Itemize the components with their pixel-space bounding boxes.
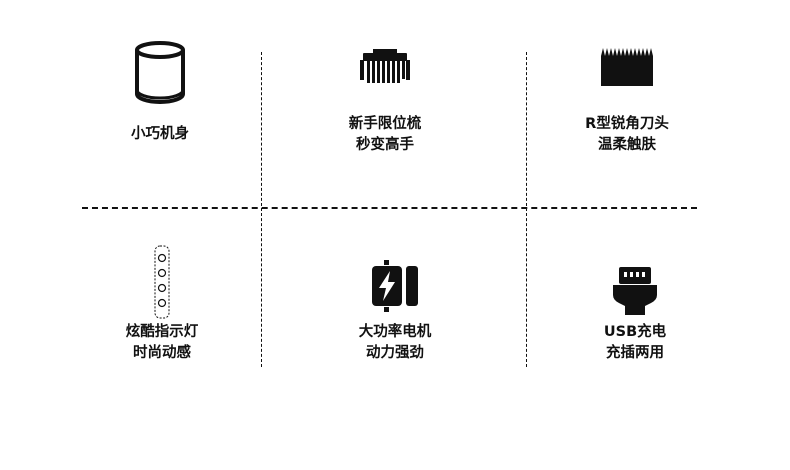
- feature-title: 大功率电机: [358, 324, 432, 340]
- feature-title: 新手限位梳: [348, 116, 422, 132]
- feature-label: 小巧机身: [60, 124, 260, 145]
- feature-subtitle: 充插两用: [606, 345, 664, 361]
- feature-motor: 大功率电机 动力强劲: [295, 215, 495, 375]
- feature-limit-comb: 新手限位梳 秒变高手: [285, 0, 485, 200]
- divider-vertical-2: [526, 52, 527, 367]
- feature-title: 小巧机身: [131, 126, 189, 142]
- cylinder-body-icon: [133, 40, 187, 110]
- usb-connector-icon: [613, 267, 657, 319]
- blade-head-icon: [601, 48, 653, 90]
- feature-subtitle: 秒变高手: [356, 137, 414, 153]
- feature-label: 炫酷指示灯 时尚动感: [62, 322, 262, 364]
- feature-compact-body: 小巧机身: [60, 0, 260, 200]
- feature-label: R型锐角刀头 温柔触肤: [527, 114, 727, 156]
- motor-power-icon: [369, 260, 421, 316]
- feature-subtitle: 动力强劲: [366, 345, 424, 361]
- feature-subtitle: 时尚动感: [133, 345, 191, 361]
- feature-blade-head: R型锐角刀头 温柔触肤: [527, 0, 727, 200]
- feature-indicator-lights: 炫酷指示灯 时尚动感: [62, 215, 262, 375]
- feature-label: 新手限位梳 秒变高手: [285, 114, 485, 156]
- divider-horizontal: [82, 207, 697, 209]
- feature-label: 大功率电机 动力强劲: [295, 322, 495, 364]
- limit-comb-icon: [360, 49, 410, 89]
- feature-subtitle: 温柔触肤: [598, 137, 656, 153]
- divider-vertical-1: [261, 52, 262, 367]
- feature-title: USB充电: [603, 324, 667, 340]
- feature-title: 炫酷指示灯: [125, 324, 199, 340]
- feature-title: R型锐角刀头: [585, 116, 669, 132]
- feature-label: USB充电 充插两用: [535, 322, 735, 364]
- indicator-lights-icon: [154, 245, 170, 323]
- feature-usb-charging: USB充电 充插两用: [535, 215, 735, 375]
